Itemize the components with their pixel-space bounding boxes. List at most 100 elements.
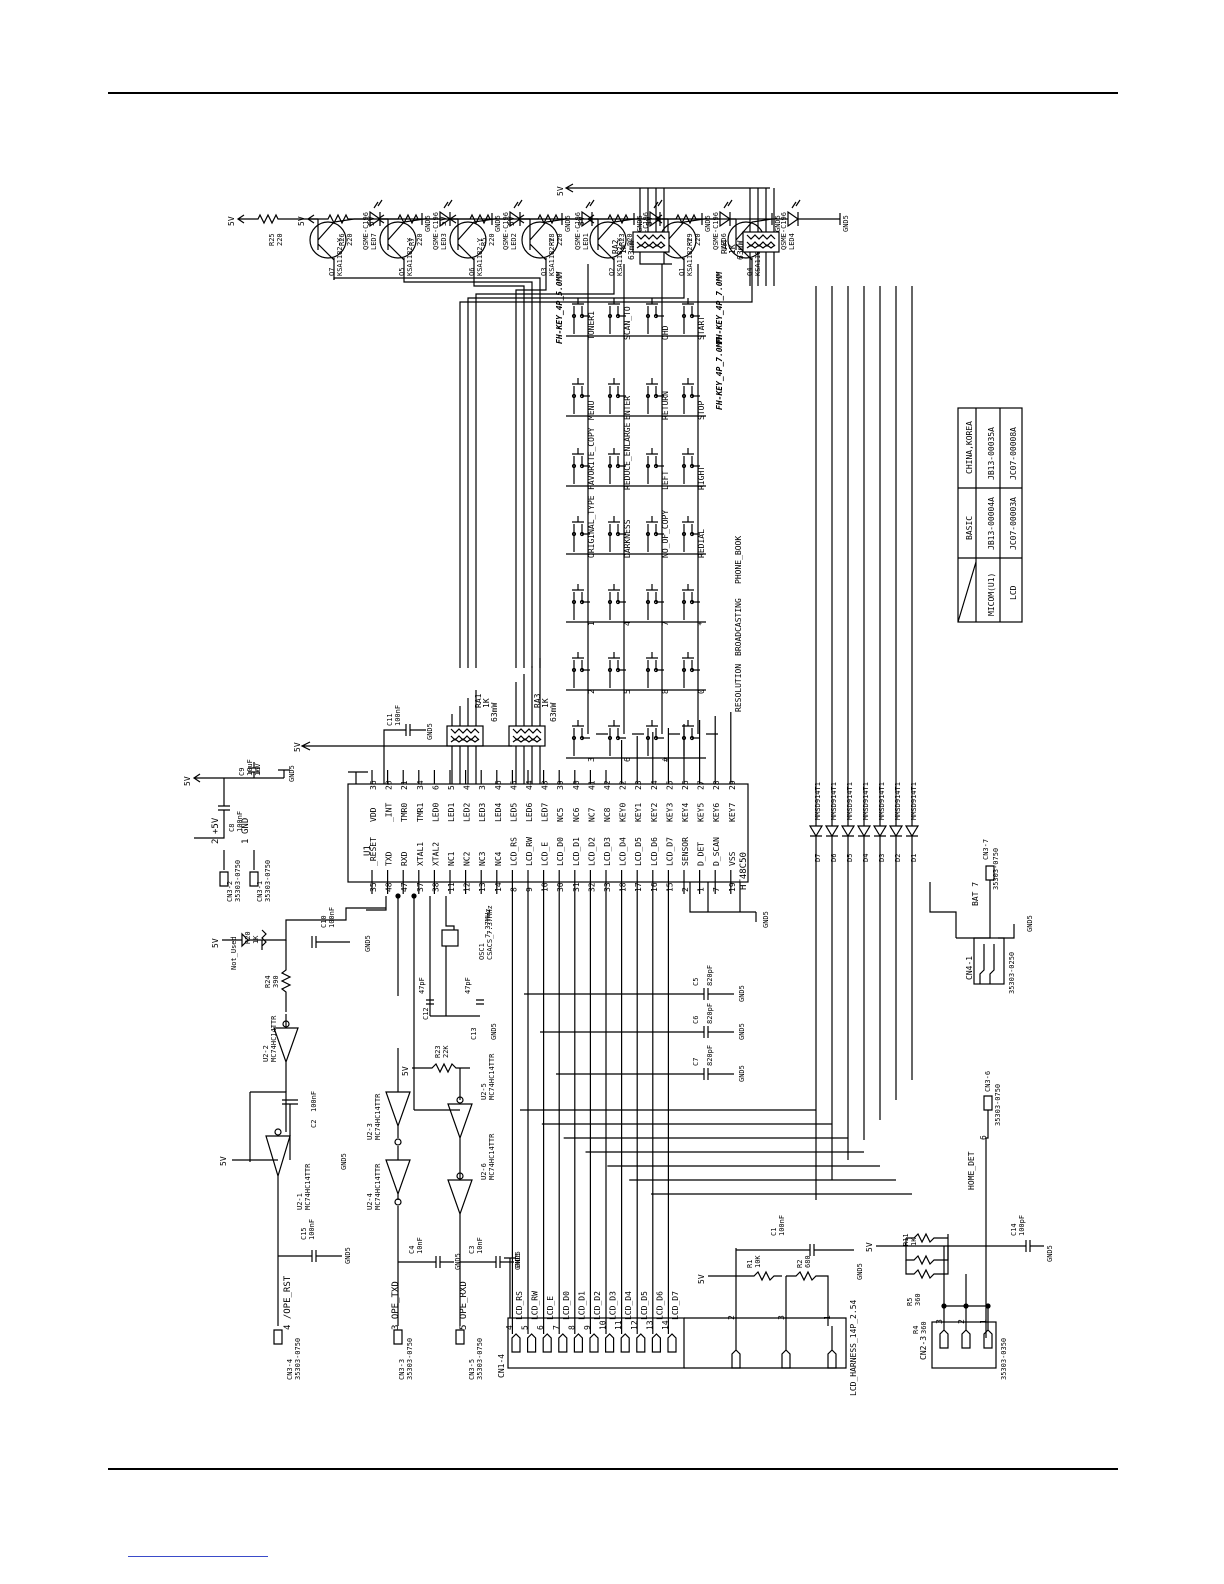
- svg-text:GND5: GND5: [1026, 915, 1034, 932]
- mcu-left-pin-num: 47: [400, 882, 409, 892]
- mcu-left-pin-name: LCD_D6: [650, 837, 659, 866]
- diode-array: MMSD914T1D7MMSD914T1D6MMSD914T1D5MMSD914…: [520, 286, 920, 1200]
- led-stage-5v: 5V: [367, 216, 376, 226]
- led-stage-resistor-ref: R26: [338, 233, 346, 246]
- key-start-switch: START: [681, 298, 706, 340]
- svg-text:+5V: +5V: [211, 817, 221, 834]
- header-rule: [108, 92, 1118, 94]
- svg-text:35303-0750: 35303-0750: [476, 1338, 484, 1380]
- mcu-right-pin-name: LED5: [509, 803, 518, 822]
- mcu-right-pin-name: TMR1: [416, 803, 425, 822]
- svg-text:16V: 16V: [254, 763, 262, 776]
- svg-text:CN3-1: CN3-1: [256, 881, 264, 902]
- key-toner1-switch: TONER1: [571, 298, 596, 340]
- led-stage-led-part: QSME-C196: [362, 212, 370, 250]
- mcu-right-pin-num: 26: [681, 780, 690, 790]
- mcu-right-pin-num: 42: [603, 780, 612, 790]
- ra2-value: 1K: [619, 244, 628, 254]
- key-label: START: [697, 316, 706, 340]
- cn1-ref: CN1-4: [497, 1354, 506, 1378]
- svg-text:1K: 1K: [910, 1237, 918, 1246]
- svg-text:2: 2: [727, 1315, 736, 1320]
- svg-text:CSACS_7.37MHz: CSACS_7.37MHz: [486, 905, 494, 960]
- svg-text:R11: R11: [902, 1233, 910, 1246]
- svg-text:R24: R24: [264, 975, 272, 988]
- svg-text:CN3-7: CN3-7: [982, 839, 990, 860]
- svg-text:2: 2: [211, 839, 221, 844]
- svg-text:7.37MHz: 7.37MHz: [484, 908, 492, 938]
- mcu-right-pin-num: 4: [463, 785, 472, 790]
- mcu-right-pin-num: 28: [712, 780, 721, 790]
- key-scan-to-switch: SCAN_TO: [607, 298, 632, 340]
- mcu-left-pin-name: LCD_D5: [634, 837, 643, 866]
- mcu-right-pin-name: KEY2: [650, 803, 659, 822]
- lcd-pin-net: LCD_E: [546, 1296, 555, 1320]
- svg-text:CN2-3: CN2-3: [919, 1336, 928, 1360]
- led-stage-transistor: KSA1182-Y: [548, 237, 556, 276]
- lcd-pin-num: 13: [645, 1320, 654, 1330]
- key-label: LEFT: [661, 471, 670, 490]
- key-option-3: FH-KEY_4P_7.0MM: [715, 337, 724, 410]
- mcu-right-pin-num: 34: [416, 780, 425, 790]
- mcu-left-pin-num: 16: [650, 882, 659, 892]
- resistor-array-ra2: RA2 1K 63mW: [611, 231, 670, 260]
- mcu-left-pin-name: VSS: [728, 851, 737, 866]
- svg-text:C13: C13: [470, 1027, 478, 1040]
- mcu-left-pin-name: XTAL2: [431, 842, 440, 866]
- key-reduce-enlarge-switch: REDUCE_ENLARGE: [607, 422, 632, 490]
- key-label-phone-book: PHONE_BOOK: [734, 536, 743, 584]
- mcu-right-pin-name: KEY0: [619, 803, 628, 822]
- svg-text:680: 680: [804, 1255, 812, 1268]
- svg-text:2: 2: [957, 1319, 966, 1324]
- diode-part: MMSD914T1: [894, 782, 902, 820]
- mcu-right-pin-num: 6: [431, 785, 440, 790]
- svg-text:C7: C7: [692, 1058, 700, 1066]
- lcd-pin-net: LCD_D7: [671, 1291, 680, 1320]
- mcu-left-pin-name: D_DET: [697, 842, 706, 866]
- svg-text:U2-6: U2-6: [480, 1163, 488, 1180]
- mcu-left-pin-name: NC3: [478, 851, 487, 866]
- svg-text:GND5: GND5: [454, 1253, 462, 1270]
- svg-text:RA1: RA1: [474, 693, 483, 708]
- led-stage-led-part: QSME-C196: [712, 212, 720, 250]
- svg-text:5V: 5V: [219, 1156, 228, 1166]
- key-original-type-switch: ORIGINAL_TYPE: [571, 495, 596, 558]
- mcu-right-pin-name: NC8: [603, 807, 612, 822]
- svg-text:100nF: 100nF: [778, 1215, 786, 1236]
- svg-text:GND5: GND5: [856, 1263, 864, 1280]
- lcd-pin-num: 6: [536, 1325, 545, 1330]
- mcu-right-pin-name: LED3: [478, 803, 487, 822]
- led-stage-transistor: KSA1182-Y: [616, 237, 624, 276]
- battery-connector: BAT 7 CN3-7 35303-0750 GND5 CN4-1 35303-…: [929, 839, 1034, 994]
- mcu-right-pin-name: KEY1: [634, 803, 643, 822]
- key-blank-switch: [681, 720, 700, 756]
- led-stage-5v: 5V: [507, 216, 516, 226]
- resistor-array-ra3: RA3 1K 63mW: [508, 693, 558, 747]
- key---switch: *: [681, 584, 706, 626]
- svg-text:GND5: GND5: [426, 723, 434, 740]
- led-stage-5v: 5V: [645, 216, 654, 226]
- mcu-right-pin-num: 21: [400, 780, 409, 790]
- svg-text:100nF: 100nF: [328, 907, 336, 928]
- mcu-u1: 35_RESET48TXD47RXD37XTAL138XTAL211NC112N…: [347, 712, 749, 894]
- key---switch: #: [645, 720, 670, 762]
- mcu-left-pin-name: LCD_D0: [556, 837, 565, 866]
- led-wires: [333, 277, 753, 668]
- svg-text:GND5: GND5: [738, 1023, 746, 1040]
- svg-text:35303-0750: 35303-0750: [994, 1084, 1002, 1126]
- led-stage-5v: 5V: [577, 216, 586, 226]
- led-stage-resistor-value: 220: [488, 233, 496, 246]
- mcu-right-pin-name: LED0: [431, 803, 440, 822]
- svg-text:LCD: LCD: [1009, 585, 1018, 600]
- mcu-right-pin-name: VDD: [369, 807, 378, 822]
- mcu-left-pin-num: 15: [665, 882, 674, 892]
- mcu-left-pin-name: LCD_RS: [509, 837, 518, 866]
- svg-text:R2: R2: [796, 1260, 804, 1268]
